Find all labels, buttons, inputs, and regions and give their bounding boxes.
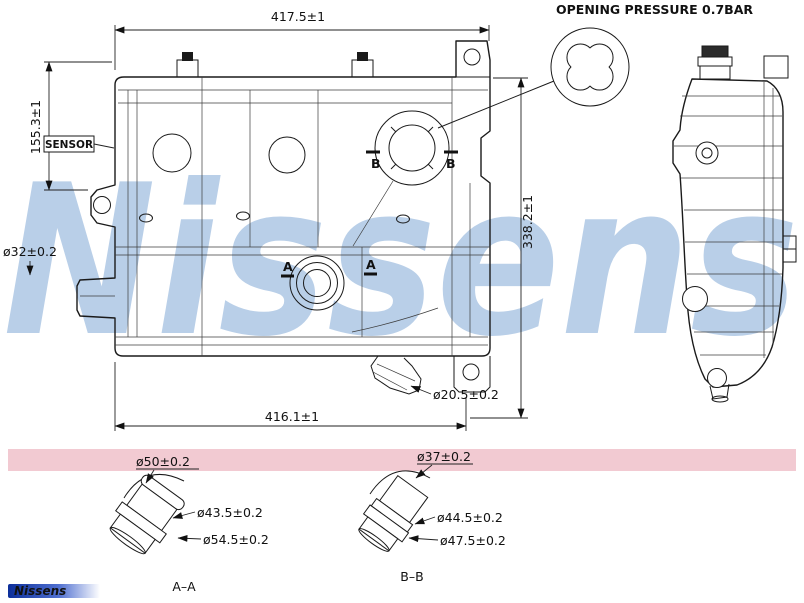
detail-bb-title: B–B <box>400 569 423 584</box>
mounting-tabs <box>176 52 374 78</box>
center-outlet <box>281 255 377 311</box>
foot-bracket <box>453 356 491 393</box>
nissens-logo: Nissens <box>8 584 100 598</box>
section-a-right-label: A <box>366 257 376 272</box>
detail-bb-dia2-label: ø44.5±0.2 <box>437 510 503 525</box>
sensor-label: SENSOR <box>45 139 93 151</box>
bracket-hole <box>463 48 481 66</box>
dim-top-width-label: 417.5±1 <box>271 9 325 24</box>
port-left-dia-label: ø32±0.2 <box>3 244 57 259</box>
nissens-watermark: Nissens <box>3 141 799 383</box>
pink-band <box>8 449 796 471</box>
front-view: B B A A <box>76 40 491 395</box>
opening-pressure-label: OPENING PRESSURE 0.7BAR <box>556 2 753 17</box>
dome-left <box>152 133 192 173</box>
ear-hole <box>93 196 111 214</box>
foot-hole <box>462 363 480 381</box>
slot-3 <box>396 214 410 224</box>
side-cap-top <box>701 45 729 58</box>
detail-bb: ø37±0.2 ø44.5±0.2 ø47.5±0.2 B–B <box>358 449 506 584</box>
detail-aa-title: A–A <box>172 579 196 594</box>
side-top-bracket <box>763 55 789 79</box>
side-right-tab <box>783 235 797 263</box>
bottom-port-stub <box>370 355 422 395</box>
dimensions: 417.5±1 155.3±1 338.2±1 416.1±1 ø32±0.2 … <box>3 9 535 431</box>
detail-aa: ø50±0.2 ø43.5±0.2 ø54.5±0.2 A–A <box>109 454 269 594</box>
side-lower-boss <box>682 286 708 312</box>
cap-detail: OPENING PRESSURE 0.7BAR <box>437 2 753 129</box>
detail-aa-dia1-label: ø50±0.2 <box>136 454 190 469</box>
dome-middle <box>268 136 306 174</box>
detail-bb-dia3-label: ø47.5±0.2 <box>440 533 506 548</box>
section-b-right-label: B <box>446 156 456 171</box>
nissens-logo-text: Nissens <box>14 584 66 598</box>
detail-aa-fitting <box>109 474 185 555</box>
detail-bb-fitting <box>358 475 429 552</box>
section-a-left-label: A <box>283 259 293 274</box>
dim-right-height-label: 338.2±1 <box>520 195 535 249</box>
slot-2 <box>236 211 250 221</box>
filler-cap <box>366 110 458 186</box>
internal-ribs <box>115 77 490 356</box>
detail-aa-dia3-label: ø54.5±0.2 <box>203 532 269 547</box>
side-sensor-boss <box>695 141 719 165</box>
slot-1 <box>139 213 153 223</box>
detail-bb-dia1-label: ø37±0.2 <box>417 449 471 464</box>
dim-left-height-label: 155.3±1 <box>28 100 43 154</box>
side-bottom-port <box>707 368 730 403</box>
port-bottom-dia-label: ø20.5±0.2 <box>433 387 499 402</box>
cap-grip-shape <box>566 43 614 91</box>
dim-bottom-width-label: 416.1±1 <box>265 409 319 424</box>
side-view <box>672 45 797 403</box>
section-b-left-label: B <box>371 156 381 171</box>
detail-aa-dia2-label: ø43.5±0.2 <box>197 505 263 520</box>
